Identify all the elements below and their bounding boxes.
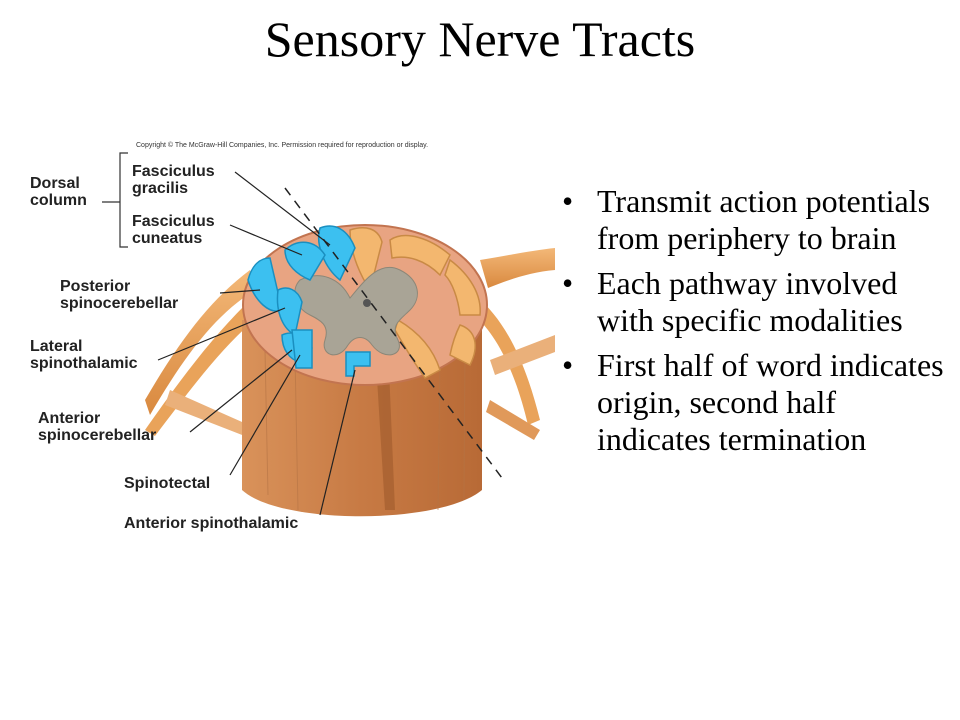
label-fasciculus-gracilis: Fasciculus gracilis [132,163,215,197]
bullet-item: •First half of word indicates origin, se… [562,347,944,457]
slide-title: Sensory Nerve Tracts [264,11,696,67]
central-canal [363,299,371,307]
section-plane-line [284,187,506,483]
posterior-spinocerebellar-tract [247,257,283,312]
bullet-dot-icon: • [562,347,574,383]
nerve-roots-right [468,248,555,440]
spinotectal-tract [291,329,313,369]
label-posterior-spinocerebellar: Posterior spinocerebellar [60,278,179,312]
gray-matter [294,266,418,356]
bullet-list: •Transmit action potentials from periphe… [562,183,952,466]
motor-tracts [349,227,481,379]
bullet-item: •Transmit action potentials from periphe… [562,183,931,256]
label-anterior-spinothalamic: Anterior spinothalamic [124,515,299,532]
bullet-item: •Each pathway involved with specific mod… [562,265,903,338]
label-dorsal-column: Dorsal column [30,175,87,209]
label-spinotectal: Spinotectal [124,475,211,492]
leader-lines [157,171,356,516]
nerve-roots-left [145,270,260,442]
dorsal-column-bracket [119,152,128,248]
spinal-cord-figure: Copyright © The McGraw-Hill Companies, I… [20,130,560,550]
anterior-spinothalamic-tract [345,351,371,377]
spinal-cord-illustration: Copyright © The McGraw-Hill Companies, I… [102,141,555,517]
bullet-dot-icon: • [562,183,574,219]
label-fasciculus-cuneatus: Fasciculus cuneatus [132,213,215,247]
bullet-dot-icon: • [562,265,574,301]
label-anterior-spinocerebellar: Anterior spinocerebellar [38,410,157,444]
label-lateral-spinothalamic: Lateral spinothalamic [30,338,138,372]
copyright-notice: Copyright © The McGraw-Hill Companies, I… [136,141,428,149]
fasciculus-gracilis-tract [318,225,356,282]
